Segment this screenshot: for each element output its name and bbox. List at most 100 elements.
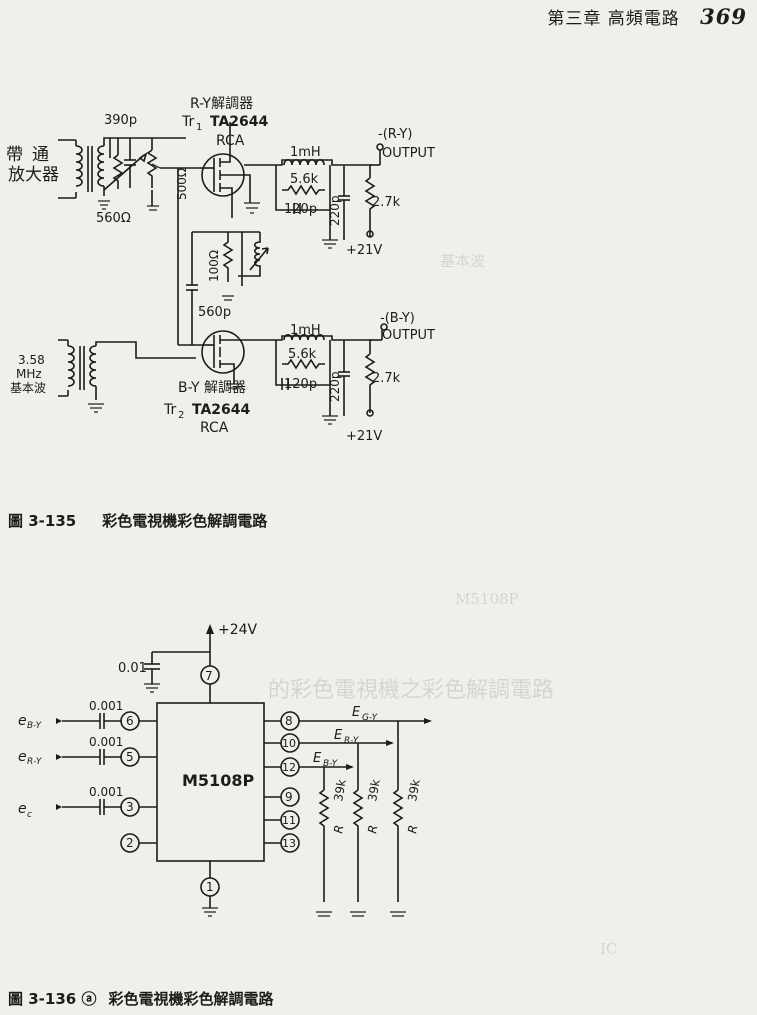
capacitor-value: 390p	[104, 113, 137, 128]
capacitor-value: 0.01	[118, 661, 147, 676]
transistor-label: Tr	[163, 402, 176, 418]
pin-number: 11	[282, 814, 296, 827]
transistor-label: Tr	[181, 114, 194, 130]
caption-number: 圖 3-135	[8, 512, 77, 530]
capacitor-value: 0.001	[89, 735, 123, 749]
capacitor-value: 0.001	[89, 699, 123, 713]
pin-number: 6	[126, 714, 134, 728]
supply-voltage: +21V	[346, 243, 382, 258]
transistor-model: TA2644	[192, 402, 251, 418]
rl-label-1: R 39k	[331, 778, 349, 834]
transistor-tr2	[201, 330, 270, 389]
capacitor-value: 560p	[198, 305, 231, 320]
input-subscript: c	[27, 810, 32, 820]
resistor-value: 2.7k	[372, 195, 401, 210]
pin-number: 3	[126, 800, 134, 814]
output-pins	[264, 711, 432, 853]
page-number: 369	[700, 4, 747, 29]
rl-label-2: R 39k	[365, 778, 383, 834]
pin-number: 8	[285, 714, 293, 728]
input-label: e	[18, 801, 27, 817]
input-ec	[56, 797, 157, 817]
pin-number: 1	[206, 880, 214, 894]
resistor-value: 39k	[365, 778, 383, 802]
output-label: E	[334, 728, 343, 743]
tuning-network	[103, 137, 200, 211]
pin-number: 12	[282, 761, 296, 774]
pin-number: 13	[282, 837, 296, 850]
output-subscript: R-Y	[344, 736, 360, 746]
bandpass-label: 帶	[6, 145, 23, 165]
output-label: OUTPUT	[382, 328, 435, 343]
bleed-through-text: 基本波	[440, 252, 486, 270]
output-label: -(R-Y)	[378, 127, 412, 142]
figure-caption-2: 圖 3-136 ⓐ 彩色電視機彩色解調電路	[8, 988, 273, 1009]
output-label: E	[313, 751, 322, 766]
load-network-bottom	[270, 323, 388, 425]
resistor-value: 39k	[331, 778, 349, 802]
caption-title: 彩色電視機彩色解調電路	[108, 990, 274, 1008]
input-subscript: B-Y	[27, 721, 43, 731]
resistor-value: 100Ω	[207, 250, 221, 282]
bleed-through-text: M5108P	[455, 590, 519, 608]
source-label: 基本波	[10, 381, 46, 395]
capacitor-value: 0.001	[89, 785, 123, 799]
bleed-through-text: IC	[600, 940, 618, 958]
rl-label-3: R 39k	[405, 778, 423, 834]
resistor-label: R	[365, 824, 380, 835]
pin-number: 7	[205, 669, 213, 683]
output-label: OUTPUT	[382, 146, 435, 161]
pin-number: 5	[126, 750, 134, 764]
resistor-label: R	[331, 824, 346, 835]
supply-voltage: +21V	[346, 429, 382, 444]
figure-caption-1: 圖 3-135 彩色電視機彩色解調電路	[8, 510, 267, 531]
page-header: 第三章 高頻電路 369	[547, 4, 747, 29]
caption-title: 彩色電視機彩色解調電路	[102, 512, 268, 530]
demod-label: R-Y解調器	[190, 96, 253, 112]
ic-label: M5108P	[182, 771, 254, 790]
frequency-value: 3.58	[18, 353, 45, 367]
input-transformer-1	[58, 137, 162, 210]
caption-number: 圖 3-136	[8, 990, 77, 1008]
output-subscript: B-Y	[323, 759, 339, 769]
transistor-subscript: 1	[196, 122, 202, 133]
input-transformer-2	[58, 339, 196, 413]
chapter-title: 第三章 高頻電路	[547, 9, 680, 29]
resistor-value: 560Ω	[96, 211, 131, 226]
pin-number: 9	[285, 790, 293, 804]
demodulator-schematic-1: 帶 通 放大器 390p	[6, 96, 435, 444]
transistor-subscript: 2	[178, 410, 184, 421]
bleed-through-text: 的彩色電視機之彩色解調電路	[268, 678, 555, 703]
load-resistors	[316, 721, 406, 917]
phase-network	[177, 168, 269, 346]
pin-number: 10	[282, 737, 296, 750]
resistor-label: R	[405, 824, 420, 835]
bandpass-label: 放大器	[8, 165, 59, 185]
input-eby	[56, 711, 157, 731]
pin-2	[120, 833, 157, 853]
transistor-model: TA2644	[210, 114, 269, 130]
input-label: e	[18, 749, 27, 765]
load-network-top	[270, 143, 384, 249]
inductor-value: 1mH	[290, 145, 321, 160]
resistor-value: 5.6k	[288, 347, 317, 362]
frequency-unit: MHz	[16, 367, 42, 381]
demod-label: B-Y 解調器	[178, 380, 246, 396]
input-subscript: R-Y	[27, 757, 43, 767]
resistor-value: 5.6k	[290, 172, 319, 187]
input-ery	[56, 747, 157, 767]
output-label: E	[352, 705, 361, 720]
transistor-tr1	[200, 122, 270, 218]
output-subscript: G-Y	[362, 713, 379, 723]
manufacturer-label: RCA	[200, 420, 229, 436]
capacitor-value: 220p	[328, 371, 342, 402]
caption-suffix: ⓐ	[81, 990, 97, 1008]
bandpass-label: 通	[32, 145, 49, 165]
capacitor-value: 220p	[328, 195, 342, 226]
pin-1-ground	[200, 861, 220, 917]
input-label: e	[18, 713, 27, 729]
pin-number: 2	[126, 836, 134, 850]
supply-24v	[144, 624, 220, 703]
